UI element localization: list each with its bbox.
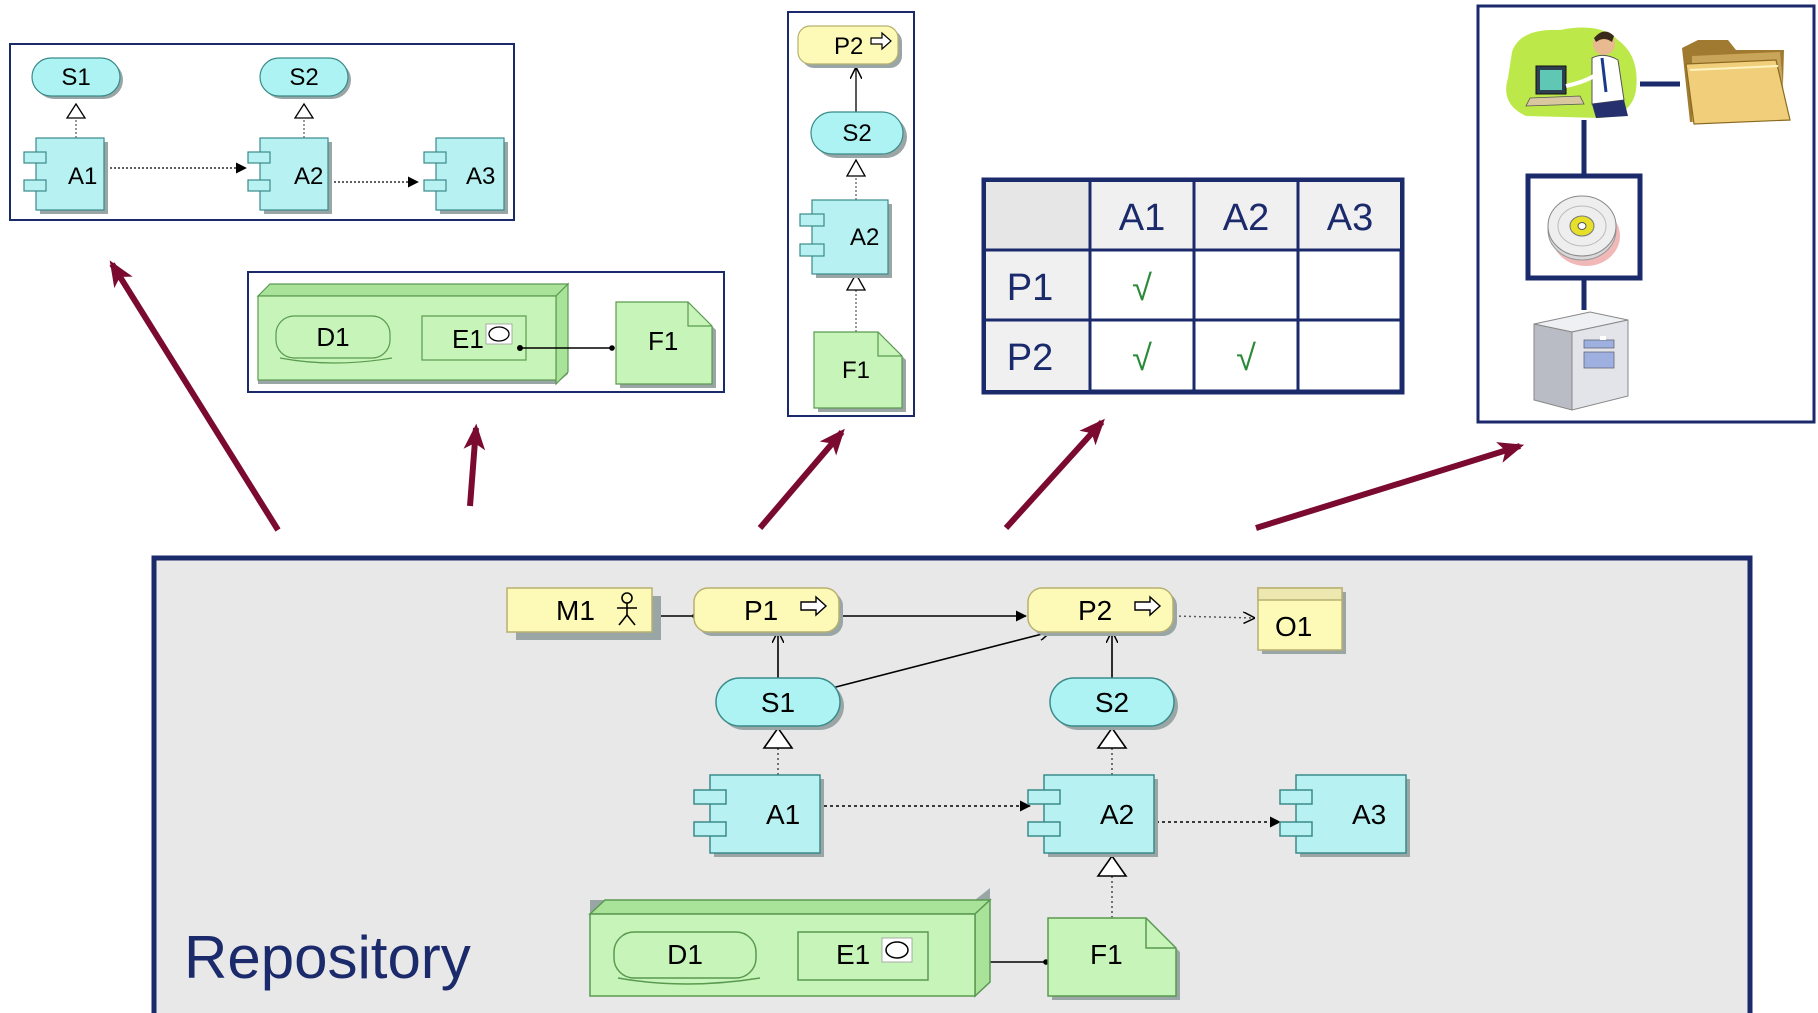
application-label: A1 [68,163,97,190]
data-view-panel[interactable]: D1 E1 F1 [247,271,725,393]
matrix-row-header: P2 [1007,337,1053,379]
data-label: E1 [452,324,484,354]
process-p2[interactable]: P2 [1027,587,1177,636]
application-a2[interactable]: A2 [1027,774,1158,857]
object-label: O1 [1275,611,1312,642]
artifact-f1[interactable]: F1 [813,331,906,412]
application-label: A2 [1100,799,1134,830]
data-label: D1 [667,939,703,970]
service-label: S1 [61,64,90,91]
cycle-icon [881,937,913,963]
repository-panel: Repository M1 [151,555,1753,1013]
service-s1[interactable]: S1 [31,57,123,99]
matrix-header-row [1090,182,1400,250]
data-label: D1 [316,322,349,352]
layer-view-panel[interactable]: P2 S2 A2 F1 [787,11,915,417]
s1-serves-p2 [831,632,1050,689]
service-label: S2 [1095,687,1129,718]
a2-realizes-s2-head [1096,726,1128,749]
process-label: P1 [744,595,778,626]
data-e1[interactable]: E1 [421,315,527,361]
cycle-icon [488,326,510,342]
arrow-to-infrastructure-view [1255,442,1525,531]
artifact-label: F1 [842,357,870,384]
p2-to-o1-access [1173,616,1254,618]
server-icon [1533,311,1629,411]
process-p2[interactable]: P2 [797,25,902,68]
actor-m1[interactable]: M1 [506,587,661,640]
artifact-f1[interactable]: F1 [615,301,716,388]
artifact-label: F1 [648,326,678,356]
arrow-icon [870,31,892,51]
process-p1[interactable]: P1 [693,587,843,636]
matrix-column-header: A3 [1327,197,1373,239]
view-arrows [109,260,1525,532]
arrow-icon [800,595,828,617]
arrow-to-data-view [463,423,486,507]
arrow-to-matrix-view [1003,418,1105,531]
application-a1[interactable]: A1 [23,137,108,214]
service-view-panel[interactable]: S1 S2 A1 A2 A3 [9,43,515,221]
data-label: E1 [836,939,870,970]
application-label: A3 [1352,799,1386,830]
service-s2[interactable]: S2 [810,111,907,158]
artifact-f1[interactable]: F1 [1047,917,1180,1000]
node-d1-e1[interactable]: D1 E1 [588,888,992,998]
application-label: A1 [766,799,800,830]
matrix-column-header: A2 [1223,197,1269,239]
data-e1[interactable]: E1 [797,931,929,981]
actor-icon [617,592,637,626]
process-label: P2 [1078,595,1112,626]
business-object-o1[interactable]: O1 [1257,587,1346,654]
application-a2[interactable]: A2 [247,137,332,214]
actor-label: M1 [556,595,595,626]
data-d1[interactable]: D1 [613,931,761,985]
application-label: A3 [466,163,495,190]
matrix-cell: √ [1132,337,1152,378]
infrastructure-view-panel[interactable] [1476,4,1816,424]
service-label: S2 [289,64,318,91]
matrix-cell: √ [1236,337,1256,378]
folder-icon [1682,40,1791,125]
repository-connections [655,610,1281,966]
application-a2[interactable]: A2 [799,199,892,278]
service-s2[interactable]: S2 [259,57,351,99]
matrix-column-header: A1 [1119,197,1165,239]
user-at-computer-icon [1506,27,1637,119]
service-s1[interactable]: S1 [715,677,844,730]
process-label: P2 [834,33,863,60]
application-a3[interactable]: A3 [1279,774,1410,857]
f1-realizes-a2-head [1096,854,1128,877]
a1-realizes-s1-head [762,726,794,749]
data-d1[interactable]: D1 [275,315,393,364]
matrix-row-header: P1 [1007,267,1053,309]
artifact-label: F1 [1090,939,1123,970]
service-s2[interactable]: S2 [1049,677,1178,730]
application-a3[interactable]: A3 [423,137,508,214]
matrix-grid [984,180,1402,392]
service-label: S1 [761,687,795,718]
application-label: A2 [850,224,879,251]
repository-label: Repository [184,924,471,991]
matrix-cell: √ [1132,267,1152,308]
application-a1[interactable]: A1 [693,774,824,857]
arrow-to-layer-view [757,428,845,530]
arrow-to-service-view [109,260,281,532]
disc-storage-icon [1525,173,1643,281]
application-label: A2 [294,163,323,190]
matrix-view-panel[interactable]: A1 A2 A3 P1 P2 √ √ √ [981,177,1405,395]
service-label: S2 [842,120,871,147]
arrow-icon [1134,595,1162,617]
